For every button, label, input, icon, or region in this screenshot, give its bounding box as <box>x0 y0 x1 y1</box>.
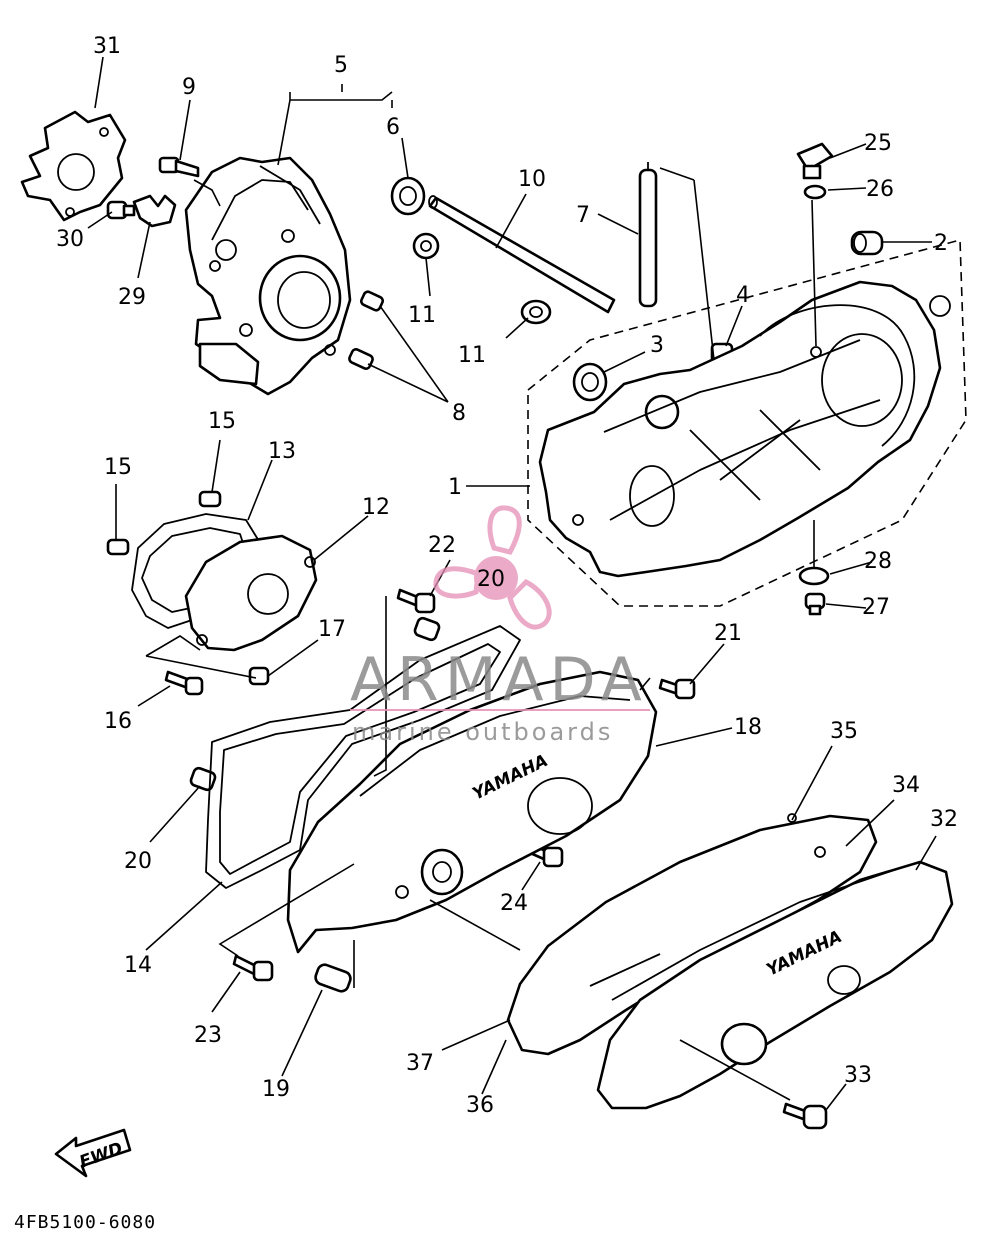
watermark-propeller-logo <box>433 505 552 630</box>
callout-23: 23 <box>194 1023 222 1048</box>
callout-28: 28 <box>864 549 892 574</box>
callout-labels: 31 9 5 6 30 29 10 7 25 26 2 4 3 11 11 8 … <box>56 34 958 1118</box>
watermark: ARMADA marine outboards <box>350 645 650 746</box>
callout-24: 24 <box>500 891 528 916</box>
callout-35: 35 <box>830 719 858 744</box>
callout-2: 2 <box>934 231 948 256</box>
part-17-bolt <box>248 666 270 686</box>
callout-8: 8 <box>452 401 466 426</box>
part-10-shaft <box>428 195 616 314</box>
part-7-pipe <box>638 162 658 308</box>
part-27-drain-bolt <box>804 592 826 616</box>
part-1-right-crankcase <box>527 238 967 607</box>
part-6-bearing <box>390 176 426 216</box>
part-12-cover <box>184 534 318 652</box>
part-18-crankcase-cover: YAMAHA <box>286 670 658 954</box>
part-20-dowel-upper <box>413 616 441 642</box>
part-35-inner-cover <box>506 813 878 1056</box>
part-26-oring <box>803 184 827 200</box>
leader-lines <box>87 56 937 1111</box>
callout-29: 29 <box>118 285 146 310</box>
callout-12: 12 <box>362 495 390 520</box>
callout-30: 30 <box>56 227 84 252</box>
callout-37: 37 <box>406 1051 434 1076</box>
callout-11-upper: 11 <box>408 303 436 328</box>
callout-5: 5 <box>334 53 348 78</box>
part-5-left-crankcase <box>184 156 352 396</box>
callout-1: 1 <box>448 475 462 500</box>
part-22-bolt <box>396 588 436 614</box>
callout-17: 17 <box>318 617 346 642</box>
callout-22: 22 <box>428 533 456 558</box>
callout-36: 36 <box>466 1093 494 1118</box>
callout-32: 32 <box>930 807 958 832</box>
callout-18: 18 <box>734 715 762 740</box>
callout-16: 16 <box>104 709 132 734</box>
callout-4: 4 <box>736 283 750 308</box>
part-8-dowels <box>348 290 385 370</box>
callout-31: 31 <box>93 34 121 59</box>
callout-21: 21 <box>714 621 742 646</box>
part-33-screw <box>782 1102 828 1130</box>
part-21-bolt <box>658 678 696 700</box>
callout-3: 3 <box>650 333 664 358</box>
callout-15-upper: 15 <box>208 409 236 434</box>
callout-25: 25 <box>864 131 892 156</box>
callout-20-upper: 20 <box>477 567 505 592</box>
part-11-clips <box>412 232 552 325</box>
callout-13: 13 <box>268 439 296 464</box>
part-20-dowel-lower <box>189 766 217 792</box>
callout-20-lower: 20 <box>124 849 152 874</box>
watermark-tagline: marine outboards <box>352 718 613 746</box>
callout-27: 27 <box>862 595 890 620</box>
callout-19: 19 <box>262 1077 290 1102</box>
part-30-screw <box>106 200 136 220</box>
part-28-washer <box>798 566 830 586</box>
callout-26: 26 <box>866 177 894 202</box>
part-3-seal <box>572 362 608 402</box>
fwd-arrow: FWD <box>54 1128 132 1178</box>
callout-33: 33 <box>844 1063 872 1088</box>
callout-7: 7 <box>576 203 590 228</box>
part-9-bolt <box>158 156 200 178</box>
part-19-dowel <box>314 963 352 993</box>
callout-11-lower: 11 <box>458 343 486 368</box>
callout-14: 14 <box>124 953 152 978</box>
part-16-bolt <box>164 670 204 696</box>
watermark-brand: ARMADA <box>350 645 648 715</box>
callout-34: 34 <box>892 773 920 798</box>
callout-9: 9 <box>182 75 196 100</box>
part-15-dowels <box>106 490 222 556</box>
part-23-bolt <box>232 954 274 982</box>
callout-15-left: 15 <box>104 455 132 480</box>
diagram-code: 4FB5100-6080 <box>14 1212 156 1233</box>
callout-6: 6 <box>386 115 400 140</box>
part-2-dowel <box>850 230 884 256</box>
part-29-bracket <box>132 194 177 228</box>
part-32-outer-cover: YAMAHA <box>596 860 954 1110</box>
callout-10: 10 <box>518 167 546 192</box>
alignment-lines <box>145 167 817 1101</box>
part-25-plug <box>796 142 834 180</box>
part-31-plate <box>20 110 127 222</box>
